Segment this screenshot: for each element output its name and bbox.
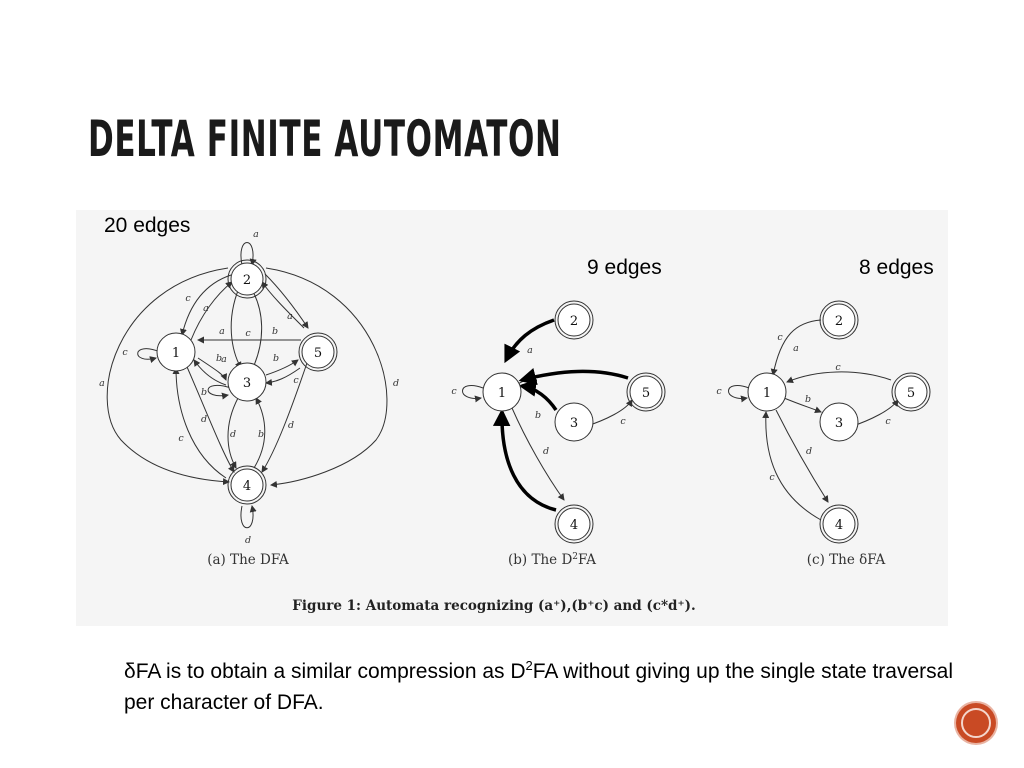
dfa-state-labels: 2 1 3 5 4 [172,273,322,494]
svg-text:d: d [806,446,812,457]
svg-text:b: b [535,410,541,421]
deltafa-graph [728,319,899,521]
svg-text:a: a [287,311,293,322]
svg-text:c: c [122,347,128,358]
body-text-sup: 2 [525,658,533,673]
d2fa-graph [462,318,633,512]
svg-text:a: a [793,343,799,354]
body-text: δFA is to obtain a similar compression a… [124,650,964,718]
dfa-state-4: 4 [243,479,251,494]
svg-text:c: c [178,433,184,444]
svg-text:1: 1 [763,386,771,401]
svg-text:3: 3 [570,416,578,431]
dfa-state-2: 2 [243,273,251,288]
svg-text:b: b [273,353,279,364]
svg-text:d: d [245,535,251,546]
svg-text:2: 2 [835,314,843,329]
svg-text:a: a [221,354,227,365]
svg-text:5: 5 [907,386,915,401]
automata-diagram: 2 1 3 5 4 a c a c a a c b a a b b c b d … [99,229,931,614]
svg-text:b: b [201,387,207,398]
svg-text:b: b [272,326,278,337]
svg-text:5: 5 [642,386,650,401]
svg-text:b: b [258,429,264,440]
deltafa-states [747,300,931,544]
svg-text:c: c [769,472,775,483]
dfa-edge-count: 20 edges [104,214,191,237]
svg-text:4: 4 [835,518,843,533]
caption-deltafa: (c) The δFA [807,552,886,568]
automata-figure: 2 1 3 5 4 a c a c a a c b a a b b c b d … [76,210,948,626]
deltafa-edge-labels: c a c c b d c c [716,332,891,483]
caption-dfa: (a) The DFA [207,552,289,568]
svg-text:a: a [253,229,259,240]
svg-text:d: d [393,378,399,389]
svg-text:c: c [451,386,457,397]
svg-text:a: a [99,378,105,389]
dfa-state-5: 5 [314,346,322,361]
svg-text:d: d [201,414,207,425]
body-text-suffix: FA without giving up the single state tr… [124,660,953,714]
svg-text:c: c [293,375,299,386]
svg-text:c: c [716,386,722,397]
figure-caption: Figure 1: Automata recognizing (a⁺),(b⁺c… [292,598,695,614]
slide-title: DELTA FINITE AUTOMATON [88,110,562,168]
d2fa-states [482,300,666,544]
svg-text:d: d [288,420,294,431]
svg-text:c: c [185,293,191,304]
svg-text:c: c [777,332,783,343]
svg-text:b: b [216,353,222,364]
slide-number-badge [956,703,996,743]
svg-text:4: 4 [570,518,578,533]
svg-text:c: c [885,416,891,427]
svg-text:d: d [230,429,236,440]
svg-text:1: 1 [498,386,506,401]
d2fa-state-labels: 2 1 3 5 4 [498,314,650,533]
svg-text:b: b [805,394,811,405]
dfa-state-3: 3 [243,376,251,391]
svg-text:c: c [620,416,626,427]
svg-text:d: d [543,446,549,457]
dfa-graph [106,242,388,529]
svg-text:c: c [835,362,841,373]
svg-text:c: c [245,328,251,339]
dfa-state-1: 1 [172,346,180,361]
dfa-edge-labels: a c a c a a c b a a b b c b d d b c d d … [99,229,399,546]
body-text-prefix: δFA is to obtain a similar compression a… [124,660,526,683]
svg-text:a: a [203,303,209,314]
dfa-states [156,259,338,505]
d2fa-edge-count: 9 edges [587,256,662,279]
d2fa-edge-labels: a c b d c [451,345,626,457]
svg-text:3: 3 [835,416,843,431]
deltafa-state-labels: 2 1 3 5 4 [763,314,915,533]
svg-text:a: a [219,326,225,337]
svg-text:2: 2 [570,314,578,329]
svg-text:a: a [527,345,533,356]
deltafa-edge-count: 8 edges [859,256,934,279]
caption-d2fa: (b) The D2FA [508,552,596,568]
